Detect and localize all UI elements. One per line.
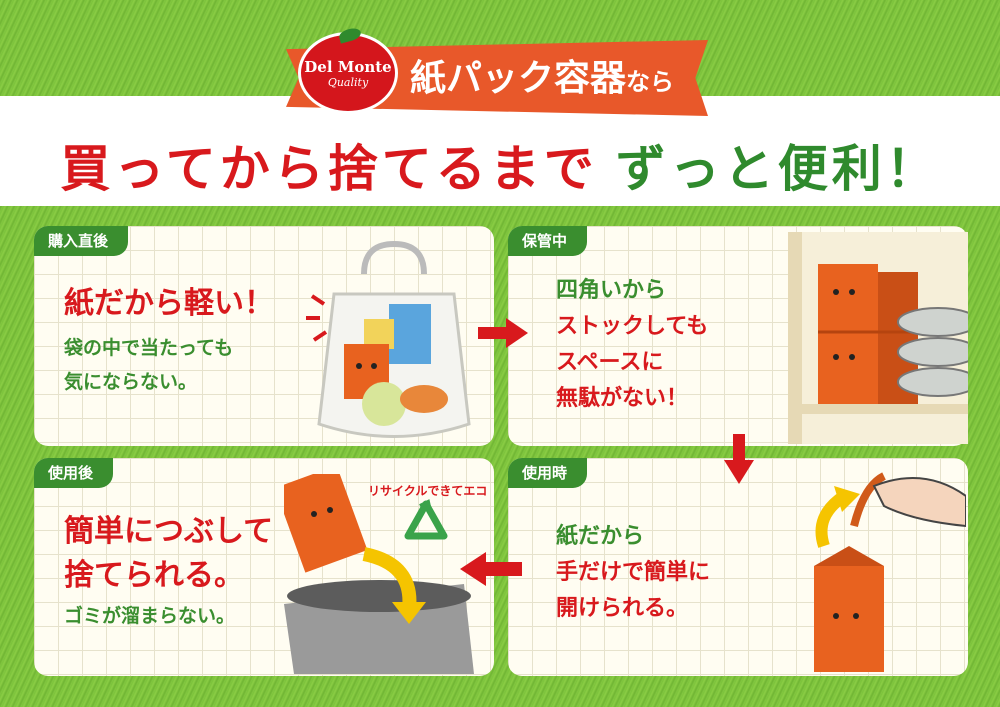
ribbon-main: 紙パック容器 bbox=[410, 58, 627, 99]
tab-storage: 保管中 bbox=[508, 226, 588, 256]
arrow-right-icon bbox=[478, 318, 528, 348]
in-use-line1: 紙だから bbox=[556, 524, 645, 549]
in-use-line3: 開けられる。 bbox=[556, 596, 689, 621]
carton-open-illustration bbox=[814, 472, 966, 672]
leaf-icon bbox=[337, 26, 363, 44]
tab-after-use: 使用後 bbox=[34, 458, 114, 488]
after-purchase-line3: 気にならない。 bbox=[64, 371, 198, 393]
ribbon-suffix: なら bbox=[626, 68, 675, 96]
in-use-line2: 手だけで簡単に bbox=[556, 560, 711, 585]
tab-after-purchase: 購入直後 bbox=[34, 226, 129, 256]
storage-line1: 四角いから bbox=[556, 278, 667, 303]
header-band bbox=[0, 96, 1000, 206]
after-use-line3: ゴミが溜まらない。 bbox=[64, 605, 236, 627]
title-red: 買ってから捨てるまで bbox=[60, 140, 598, 198]
arrow-left-icon bbox=[460, 552, 522, 586]
panel-storage: 保管中 四角いから ストックしても スペースに 無駄がない！ bbox=[508, 226, 968, 446]
arrow-down-icon bbox=[724, 434, 754, 484]
storage-line3: スペースに bbox=[556, 350, 664, 375]
recycle-label: リサイクルできてエコ bbox=[368, 484, 488, 498]
logo-main-text: Del Monte bbox=[304, 57, 392, 76]
panel-after-purchase: 購入直後 紙だから軽い！ 袋の中で当たっても 気にならない。 bbox=[34, 226, 494, 446]
storage-line2: ストックしても bbox=[556, 314, 709, 339]
trash-bin-illustration bbox=[284, 474, 474, 674]
panel-in-use: 使用時 紙だから 手だけで簡単に 開けられる。 bbox=[508, 458, 968, 676]
ribbon-text: 紙パック容器なら bbox=[410, 54, 674, 104]
page-title: 買ってから捨てるまで ずっと便利！ bbox=[0, 130, 1000, 200]
after-purchase-line2: 袋の中で当たっても bbox=[64, 337, 234, 359]
storage-line4: 無駄がない！ bbox=[556, 386, 689, 411]
shelf-illustration bbox=[788, 232, 968, 444]
logo-sub-text: Quality bbox=[327, 75, 369, 89]
recycle-icon bbox=[404, 499, 448, 540]
title-green: ずっと便利！ bbox=[615, 140, 940, 198]
after-purchase-line1: 紙だから軽い！ bbox=[64, 286, 274, 321]
after-use-line2: 捨てられる。 bbox=[64, 558, 244, 593]
panel-after-use: 使用後 簡単につぶして 捨てられる。 ゴミが溜まらない。 リサイクルできてエコ bbox=[34, 458, 494, 676]
tab-in-use: 使用時 bbox=[508, 458, 588, 488]
after-use-line1: 簡単につぶして bbox=[64, 514, 274, 549]
shopping-bag-icon bbox=[306, 240, 471, 438]
brand-logo: Del Monte Quality bbox=[298, 26, 398, 114]
